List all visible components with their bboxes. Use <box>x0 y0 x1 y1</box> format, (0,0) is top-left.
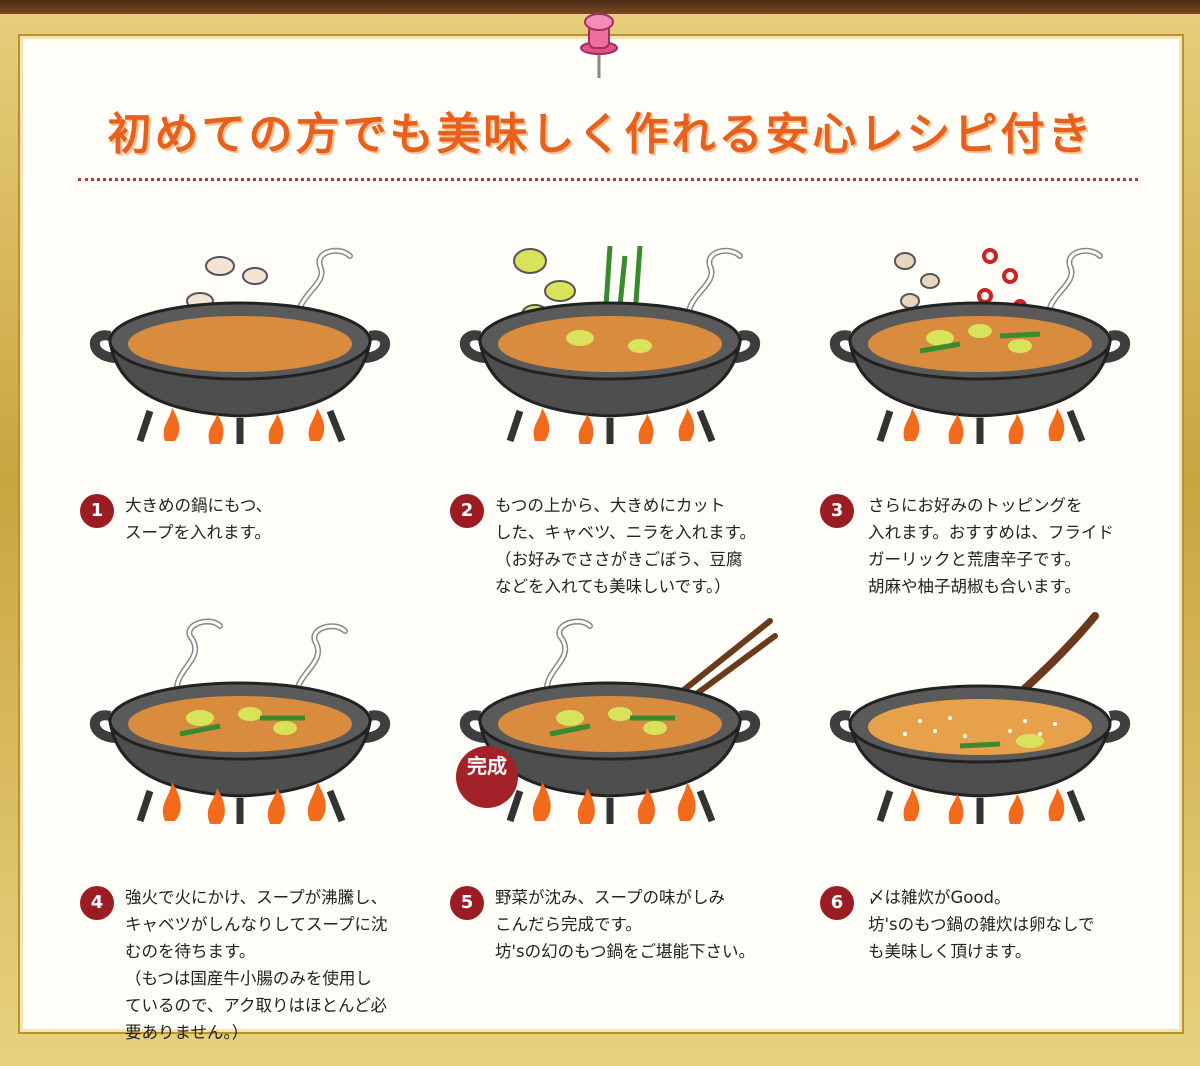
pot-illustration-2 <box>459 245 761 444</box>
step-description: 〆は雑炊がGood。 坊'sのもつ鍋の雑炊は卵なしで も美味しく頂けます。 <box>868 888 1095 961</box>
top-wood-strip <box>0 0 1200 14</box>
step-number: 6 <box>820 886 854 920</box>
step-number: 4 <box>80 886 114 920</box>
page-title: 初めての方でも美味しく作れる安心レシピ付き <box>107 109 1095 160</box>
pot-illustration-5 <box>459 618 778 824</box>
step-number: 3 <box>820 494 854 528</box>
pot-illustration-1 <box>89 247 391 444</box>
completed-badge: 完成 <box>456 746 518 808</box>
pot-illustration-3 <box>829 247 1131 444</box>
recipe-card: 初めての方でも美味しく作れる安心レシピ付き 1 <box>18 34 1184 1042</box>
step-description: さらにお好みのトッピングを 入れます。おすすめは、フライド ガーリックと荒唐辛子… <box>868 496 1114 596</box>
step-number: 1 <box>80 494 114 528</box>
push-pin-icon <box>580 13 618 78</box>
dotted-divider <box>78 178 1138 181</box>
step-description: 強火で火にかけ、スープが沸騰し、 キャベツがしんなりしてスープに沈 むのを待ちま… <box>125 888 388 1042</box>
step-description: 大きめの鍋にもつ、 スープを入れます。 <box>125 496 273 542</box>
pot-illustration-4 <box>89 618 391 824</box>
step-description: もつの上から、大きめにカット した、キャベツ、ニラを入れます。 （お好みでささが… <box>495 496 757 596</box>
step-description: 野菜が沈み、スープの味がしみ こんだら完成です。 坊'sの幻のもつ鍋をご堪能下さ… <box>495 888 755 961</box>
step-number: 2 <box>450 494 484 528</box>
pot-illustration-6 <box>829 612 1131 824</box>
step-number: 5 <box>450 886 484 920</box>
